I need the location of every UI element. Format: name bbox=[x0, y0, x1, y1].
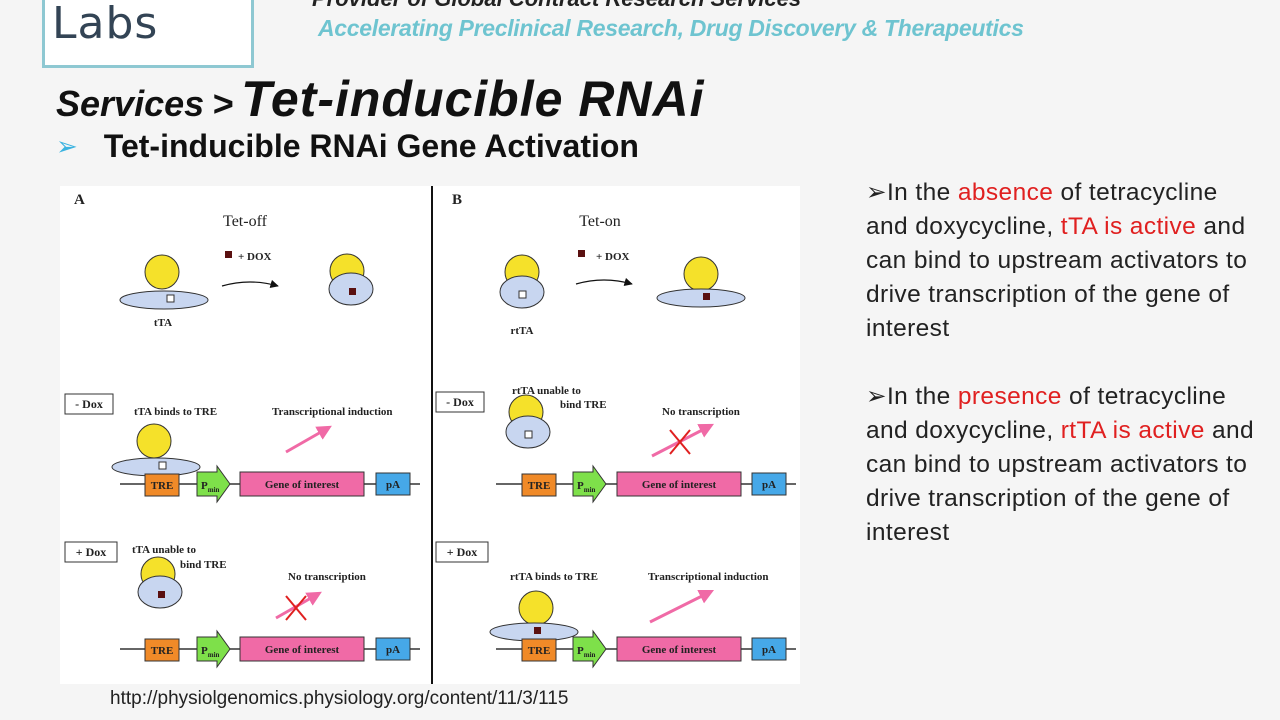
gene-of-interest-label: Gene of interest bbox=[642, 644, 717, 656]
rtta-protein-with-dox bbox=[656, 256, 746, 308]
rtta-unable-label-1: rtTA unable to bbox=[512, 385, 581, 397]
tre-label: TRE bbox=[528, 480, 551, 492]
highlight-absence: absence bbox=[957, 179, 1054, 206]
header-tagline-1: Provider of Global Contract Research Ser… bbox=[312, 0, 801, 12]
dox-reaction-arrow bbox=[221, 279, 279, 288]
pmin-label: Pmin bbox=[577, 645, 596, 659]
gene-construct-b-top: TRE Pmin Gene of interest pA bbox=[496, 464, 796, 504]
transcriptional-induction-label-b: Transcriptional induction bbox=[648, 571, 769, 583]
no-transcription-label-a: No transcription bbox=[288, 571, 366, 583]
panel-b-letter: B bbox=[452, 192, 462, 208]
cross-icon bbox=[669, 429, 691, 455]
bullet-presence: ➢In the presence of tetracycline and dox… bbox=[866, 383, 1255, 546]
company-logo bbox=[42, 0, 254, 68]
tta-protein-no-dox bbox=[119, 254, 209, 310]
gene-construct-b-bottom: TRE Pmin Gene of interest pA bbox=[496, 629, 796, 669]
pa-label: pA bbox=[386, 644, 400, 656]
dox-molecule-icon bbox=[225, 251, 232, 258]
dox-molecule-icon bbox=[578, 250, 585, 257]
highlight-presence: presence bbox=[957, 383, 1062, 410]
dox-reaction-arrow bbox=[575, 277, 633, 286]
page-title: Services>Tet-inducible RNAi bbox=[56, 70, 705, 128]
dox-label-a: + DOX bbox=[238, 251, 272, 263]
bullet-absence: ➢In the absence of tetracycline and doxy… bbox=[866, 179, 1248, 342]
panel-b-title: Tet-on bbox=[579, 213, 621, 230]
induction-arrow-a bbox=[285, 425, 332, 454]
plus-dox-label-a: + Dox bbox=[76, 545, 107, 559]
tta-binds-tre-label: tTA binds to TRE bbox=[134, 406, 217, 418]
tre-label: TRE bbox=[151, 480, 174, 492]
rtta-binds-tre-label: rtTA binds to TRE bbox=[510, 571, 598, 583]
plus-dox-label-b: + Dox bbox=[447, 545, 478, 559]
rtta-unable-label-2: bind TRE bbox=[560, 399, 607, 411]
slide-subtitle: ➢ Tet-inducible RNAi Gene Activation bbox=[56, 128, 639, 165]
pa-label: pA bbox=[386, 479, 400, 491]
no-transcription-label-b: No transcription bbox=[662, 406, 740, 418]
pmin-label: Pmin bbox=[201, 480, 220, 494]
tet-diagram-svg: A Tet-off tTA + DOX - Dox tTA binds to T… bbox=[64, 186, 796, 684]
tta-unable-label-2: bind TRE bbox=[180, 559, 227, 571]
gene-of-interest-label: Gene of interest bbox=[265, 644, 340, 656]
minus-dox-label-b: - Dox bbox=[446, 395, 474, 409]
tta-protein-with-dox bbox=[328, 253, 374, 306]
rtta-protein-no-dox bbox=[499, 254, 545, 309]
minus-dox-box-b bbox=[435, 391, 485, 413]
tta-unbound bbox=[137, 556, 183, 609]
gene-construct-a-top: TRE Pmin Gene of interest pA bbox=[120, 464, 420, 504]
pmin-label: Pmin bbox=[577, 480, 596, 494]
plus-dox-box-a bbox=[64, 541, 118, 563]
rtta-label: rtTA bbox=[510, 325, 533, 337]
explanation-bullets: ➢In the absence of tetracycline and doxy… bbox=[866, 176, 1266, 584]
highlight-tta-active: tTA is active bbox=[1060, 213, 1197, 240]
pa-label: pA bbox=[762, 479, 776, 491]
breadcrumb-services: Services bbox=[56, 83, 205, 124]
arrow-bullet-icon: ➢ bbox=[866, 383, 887, 410]
induction-arrow-b bbox=[649, 589, 715, 624]
tre-label: TRE bbox=[151, 645, 174, 657]
tet-system-figure: A Tet-off tTA + DOX - Dox tTA binds to T… bbox=[60, 186, 800, 684]
arrow-bullet-icon: ➢ bbox=[56, 131, 78, 161]
pmin-label: Pmin bbox=[201, 645, 220, 659]
logo-text: Labs bbox=[52, 0, 159, 49]
gene-construct-a-bottom: TRE Pmin Gene of interest pA bbox=[120, 629, 420, 669]
title-main: Tet-inducible RNAi bbox=[241, 71, 705, 127]
panel-a-letter: A bbox=[74, 192, 85, 208]
breadcrumb-separator: > bbox=[212, 83, 234, 124]
cross-icon bbox=[285, 595, 307, 621]
source-url: http://physiolgenomics.physiology.org/co… bbox=[110, 688, 569, 709]
tre-label: TRE bbox=[528, 645, 551, 657]
rtta-unbound bbox=[505, 394, 551, 449]
minus-dox-box-a bbox=[64, 393, 114, 415]
plus-dox-box-b bbox=[435, 541, 489, 563]
subtitle-text: Tet-inducible RNAi Gene Activation bbox=[103, 128, 639, 164]
rtta-bound-to-tre bbox=[489, 590, 579, 642]
arrow-bullet-icon: ➢ bbox=[866, 179, 887, 206]
panel-a-title: Tet-off bbox=[223, 213, 268, 230]
tta-unable-label-1: tTA unable to bbox=[132, 544, 196, 556]
tta-label: tTA bbox=[154, 317, 172, 329]
dox-label-b: + DOX bbox=[596, 251, 630, 263]
transcriptional-induction-label-a: Transcriptional induction bbox=[272, 406, 393, 418]
highlight-rtta-active: rtTA is active bbox=[1060, 417, 1205, 444]
tta-bound-to-tre bbox=[111, 423, 201, 477]
minus-dox-label-a: - Dox bbox=[75, 397, 103, 411]
pa-label: pA bbox=[762, 644, 776, 656]
header-tagline-2: Accelerating Preclinical Research, Drug … bbox=[318, 15, 1024, 41]
gene-of-interest-label: Gene of interest bbox=[265, 479, 340, 491]
gene-of-interest-label: Gene of interest bbox=[642, 479, 717, 491]
